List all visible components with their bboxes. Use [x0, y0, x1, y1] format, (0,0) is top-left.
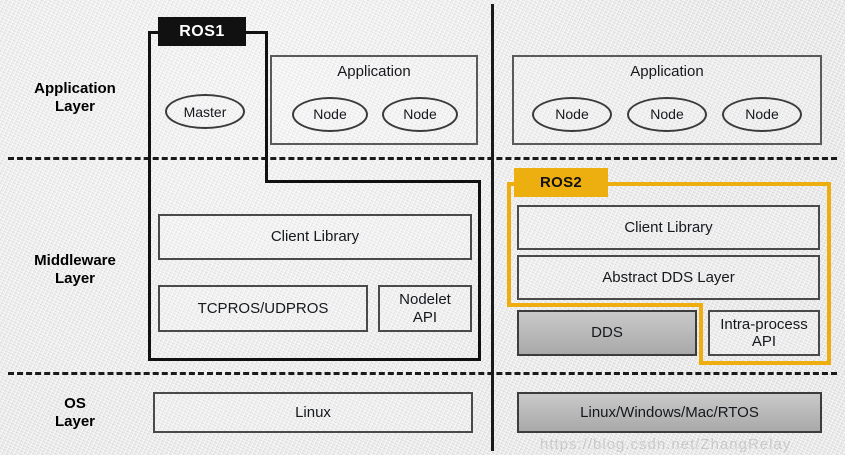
ros2-outline-left	[507, 182, 511, 307]
watermark: https://blog.csdn.net/ZhangRelay	[540, 436, 792, 453]
ros2-dds-box[interactable]: DDS	[517, 310, 697, 356]
ros2-intra-process-api-box[interactable]: Intra-process API	[708, 310, 820, 356]
ros1-badge: ROS1	[158, 17, 246, 46]
ros2-badge: ROS2	[514, 168, 608, 197]
ros2-node-3[interactable]: Node	[722, 97, 802, 132]
separator-middleware-os	[8, 372, 837, 375]
ros2-os-box[interactable]: Linux/Windows/Mac/RTOS	[517, 392, 822, 433]
ros2-outline-top	[507, 182, 831, 186]
layer-label-middleware: Middleware Layer	[34, 252, 116, 287]
ros2-outline-step-vertical	[699, 303, 703, 364]
ros2-application-title: Application	[630, 63, 704, 80]
ros2-node-2[interactable]: Node	[627, 97, 707, 132]
ros1-node-1[interactable]: Node	[292, 97, 368, 132]
vertical-divider	[491, 4, 494, 451]
ros2-application-box: Application Node Node Node	[512, 55, 822, 145]
ros1-master-node[interactable]: Master	[165, 94, 245, 129]
ros2-client-library-box[interactable]: Client Library	[517, 205, 820, 250]
ros2-outline-step-bottom	[507, 303, 703, 307]
ros1-application-box: Application Node Node	[270, 55, 478, 145]
ros1-outline-left-lower	[148, 180, 151, 361]
ros2-abstract-dds-layer-box[interactable]: Abstract DDS Layer	[517, 255, 820, 300]
layer-label-application: Application Layer	[34, 80, 116, 115]
ros2-outline-right	[827, 182, 831, 365]
ros1-application-title: Application	[337, 63, 411, 80]
layer-label-os: OS Layer	[54, 395, 96, 430]
ros1-outline-step	[265, 180, 481, 183]
ros1-os-box[interactable]: Linux	[153, 392, 473, 433]
ros1-outline-bottom	[148, 358, 481, 361]
ros2-node-1[interactable]: Node	[532, 97, 612, 132]
ros1-transport-box[interactable]: TCPROS/UDPROS	[158, 285, 368, 332]
ros1-nodelet-api-box[interactable]: Nodelet API	[378, 285, 472, 332]
separator-application-middleware	[8, 157, 837, 160]
ros1-node-2[interactable]: Node	[382, 97, 458, 132]
ros2-outline-bottom	[699, 361, 831, 365]
ros1-client-library-box[interactable]: Client Library	[158, 214, 472, 260]
ros1-outline-right	[478, 180, 481, 361]
